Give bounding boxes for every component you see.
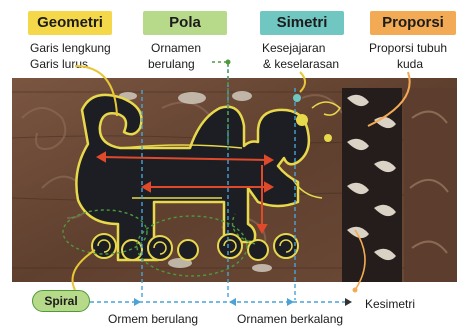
label-ornamen-berkalang: Ornamen berkalang — [237, 311, 343, 327]
label-kesimetri: Kesimetri — [365, 296, 415, 312]
label-ornamen-berulang: Ormem berulang — [108, 311, 198, 327]
tag-spiral: Spiral — [32, 290, 90, 312]
